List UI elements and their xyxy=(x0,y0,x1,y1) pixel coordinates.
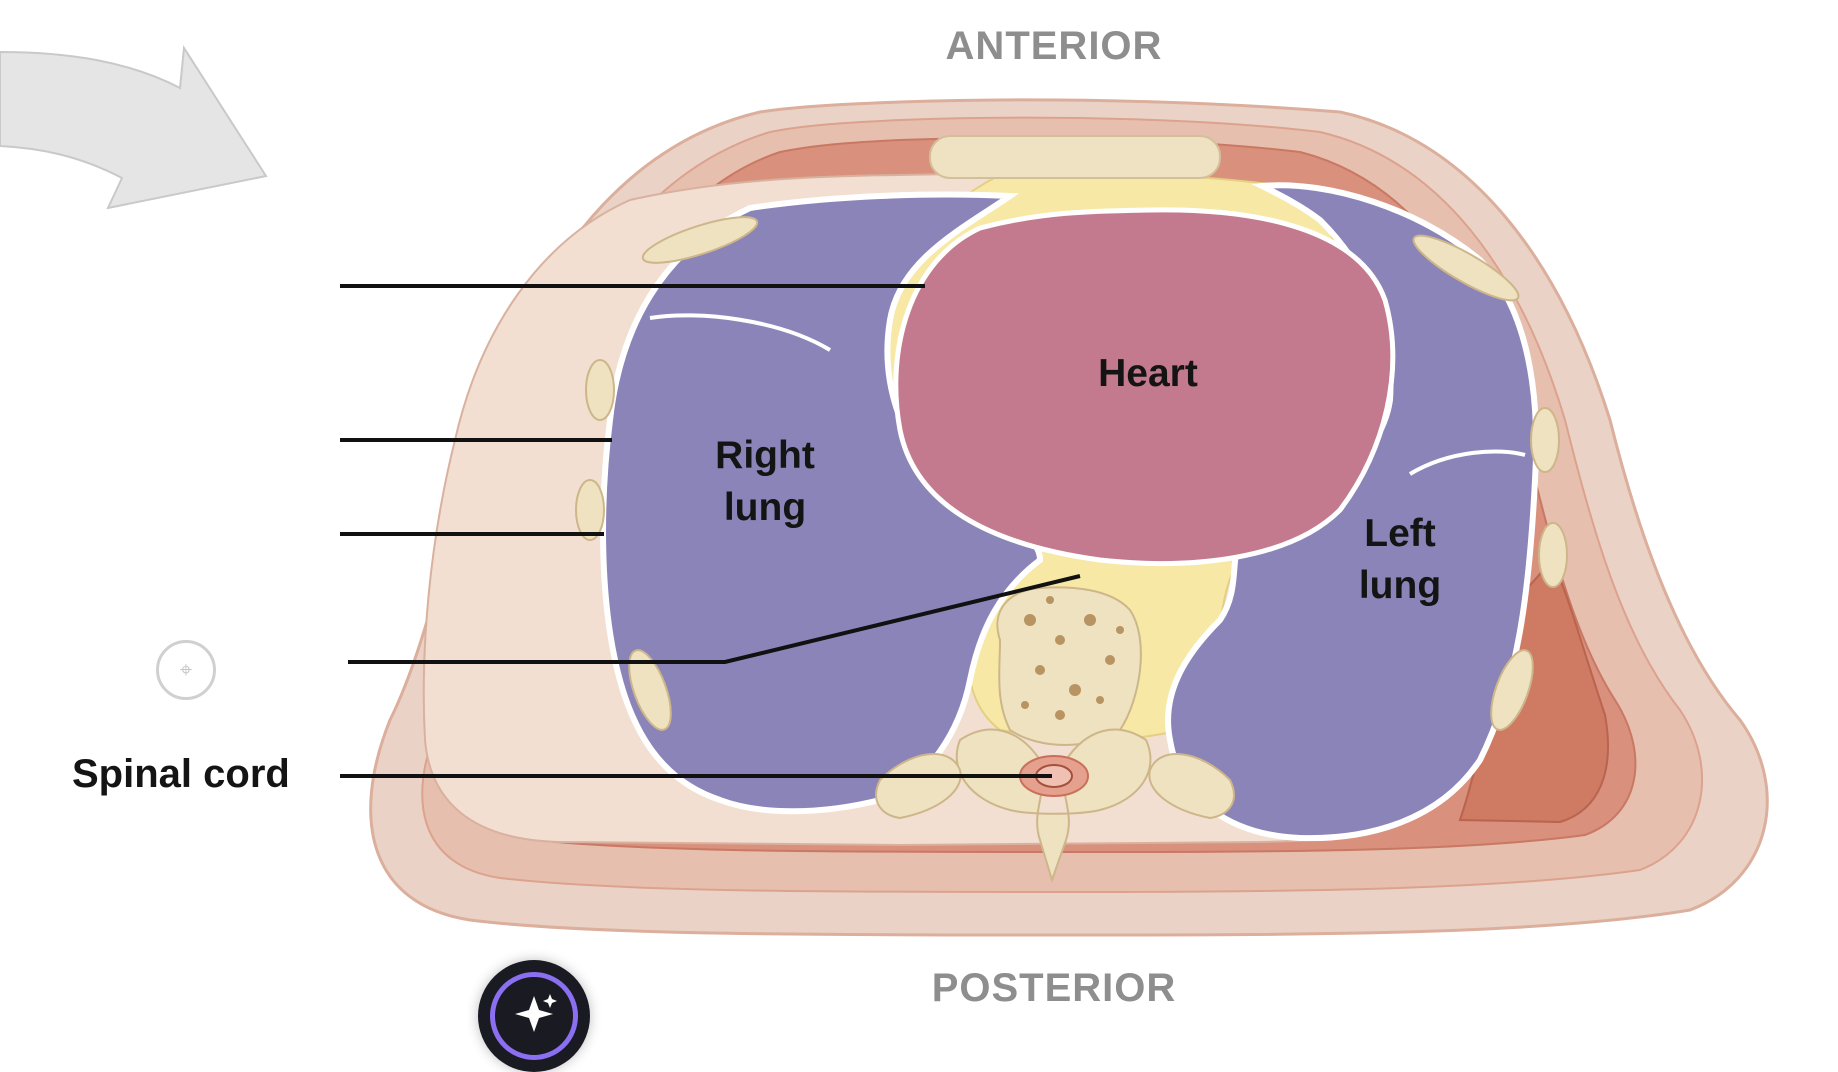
thorax-cross-section xyxy=(0,45,1769,937)
leader-lines xyxy=(340,284,1081,778)
rib-sections xyxy=(575,216,1568,731)
spinal-cord-label: Spinal cord xyxy=(72,752,290,796)
leader-line-4 xyxy=(348,574,1081,664)
anterior-label: ANTERIOR xyxy=(945,24,1163,68)
sparkle-icon xyxy=(515,994,557,1032)
posterior-label: POSTERIOR xyxy=(931,966,1177,1010)
sternum xyxy=(929,135,1221,179)
rib-head-right xyxy=(1148,753,1235,820)
vertebral-body-trabeculae xyxy=(1021,596,1124,720)
right-lung-label: Right lung xyxy=(715,434,815,529)
left-lung-label: Left lung xyxy=(1358,512,1442,607)
heart-label: Heart xyxy=(1098,352,1198,395)
rib-head-left xyxy=(875,753,962,820)
diagram-canvas: ANTERIOR POSTERIOR Heart Right lung Left… xyxy=(0,24,1769,1072)
left-lung-fissure xyxy=(1408,449,1526,476)
heart xyxy=(893,207,1396,566)
arrow-right-icon xyxy=(0,45,268,210)
ai-assistant-button[interactable] xyxy=(478,960,590,1072)
vertebral-body xyxy=(996,586,1142,746)
right-lung-fissure xyxy=(649,313,832,352)
crosshair-icon[interactable]: ⌖ xyxy=(156,640,216,700)
